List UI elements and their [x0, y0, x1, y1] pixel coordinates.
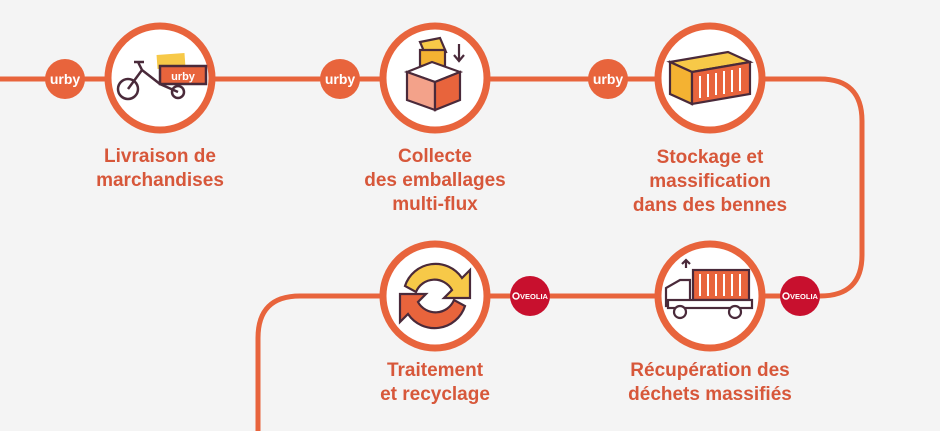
- veolia-badge-text: VEOLIA: [790, 292, 819, 301]
- step-3-node: [654, 22, 766, 134]
- step-3-label-line: Stockage et: [656, 147, 764, 168]
- urby-badge-text: urby: [50, 71, 81, 87]
- truck-icon: [664, 258, 754, 320]
- step-4-label-line: Récupération des: [630, 360, 790, 381]
- urby-badge: urby: [588, 59, 628, 99]
- step-1-label-line: marchandises: [96, 170, 224, 191]
- step-4-node: [654, 240, 766, 352]
- step-3-label-line: massification: [649, 171, 771, 192]
- container-icon: [666, 50, 754, 106]
- urby-badge: urby: [320, 59, 360, 99]
- step-2-label-line: multi-flux: [392, 194, 478, 215]
- urby-badge: urby: [45, 59, 85, 99]
- step-4-label: Récupération des déchets massifiés: [605, 359, 815, 407]
- boxes-icon: [403, 36, 465, 112]
- urby-badge-text: urby: [593, 71, 624, 87]
- veolia-badge-text: VEOLIA: [520, 292, 549, 301]
- step-5-label-line: et recyclage: [380, 384, 490, 405]
- step-1-node: urby: [104, 22, 216, 134]
- step-2-label-line: des emballages: [364, 170, 506, 191]
- step-1-label-line: Livraison de: [104, 146, 216, 167]
- step-2-label-line: Collecte: [398, 146, 472, 167]
- veolia-badge: VEOLIA: [510, 276, 550, 316]
- step-2-node: [379, 22, 491, 134]
- step-5-node: [379, 240, 491, 352]
- step-3-label-line: dans des bennes: [632, 195, 788, 216]
- veolia-badge: VEOLIA: [780, 276, 820, 316]
- step-1-label: Livraison de marchandises: [80, 145, 240, 193]
- step-3-label: Stockage et massification dans des benne…: [615, 146, 805, 218]
- recycle-icon: [398, 262, 472, 330]
- step-2-label: Collecte des emballages multi-flux: [340, 145, 530, 217]
- urby-badge-text: urby: [325, 71, 356, 87]
- step-5-label: Traitement et recyclage: [345, 359, 525, 407]
- bike-box-urby-logo: urby: [171, 71, 196, 83]
- cargo-bike-icon: urby: [116, 53, 208, 101]
- flow-line: [0, 76, 865, 431]
- step-5-label-line: Traitement: [386, 360, 484, 381]
- step-4-label-line: déchets massifiés: [628, 384, 792, 405]
